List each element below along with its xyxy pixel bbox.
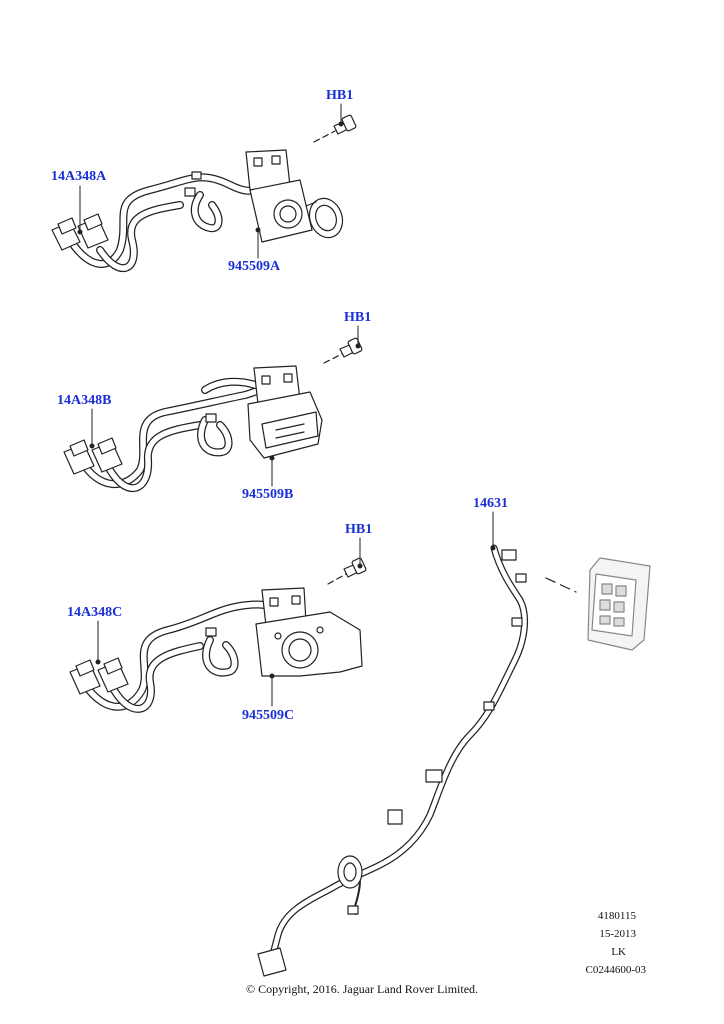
bolt-hb1-c xyxy=(327,557,367,585)
wiring-harness-14631 xyxy=(257,544,651,977)
callout-14a348a: 14A348A xyxy=(51,169,107,184)
callout-14a348c: 14A348C xyxy=(67,605,123,620)
reference-code-1: 4180115 xyxy=(597,910,636,922)
bolt-hb1-a xyxy=(313,114,357,143)
socket-b xyxy=(247,365,323,459)
callout-14631: 14631 xyxy=(473,496,508,511)
reference-code-2: C0244600-03 xyxy=(585,964,647,976)
switch-module xyxy=(587,557,651,651)
callout-945509a: 945509A xyxy=(228,259,281,274)
leader-lines xyxy=(77,103,496,707)
callout-14a348b: 14A348B xyxy=(57,393,112,408)
connector-pair-b xyxy=(63,437,123,475)
callout-hb1-b: HB1 xyxy=(344,310,372,325)
socket-a xyxy=(245,149,344,243)
socket-c xyxy=(255,587,363,677)
connector-pair-c xyxy=(69,657,129,695)
callout-hb1-a: HB1 xyxy=(326,88,354,103)
harness-cable-c xyxy=(82,600,274,713)
assembly-a xyxy=(51,114,357,273)
harness-cable-a xyxy=(66,171,269,273)
bolt-hb1-b xyxy=(323,337,363,364)
assembly-c xyxy=(69,557,367,713)
callout-945509c: 945509C xyxy=(242,708,295,723)
reference-initials: LK xyxy=(611,946,626,958)
connector-pair-a xyxy=(51,213,109,251)
callout-hb1-c: HB1 xyxy=(345,522,373,537)
harness-cable-b xyxy=(78,377,284,493)
callout-945509b: 945509B xyxy=(242,487,294,502)
copyright-notice: © Copyright, 2016. Jaguar Land Rover Lim… xyxy=(245,982,479,996)
assembly-b xyxy=(63,337,363,493)
reference-date: 15-2013 xyxy=(599,928,636,940)
